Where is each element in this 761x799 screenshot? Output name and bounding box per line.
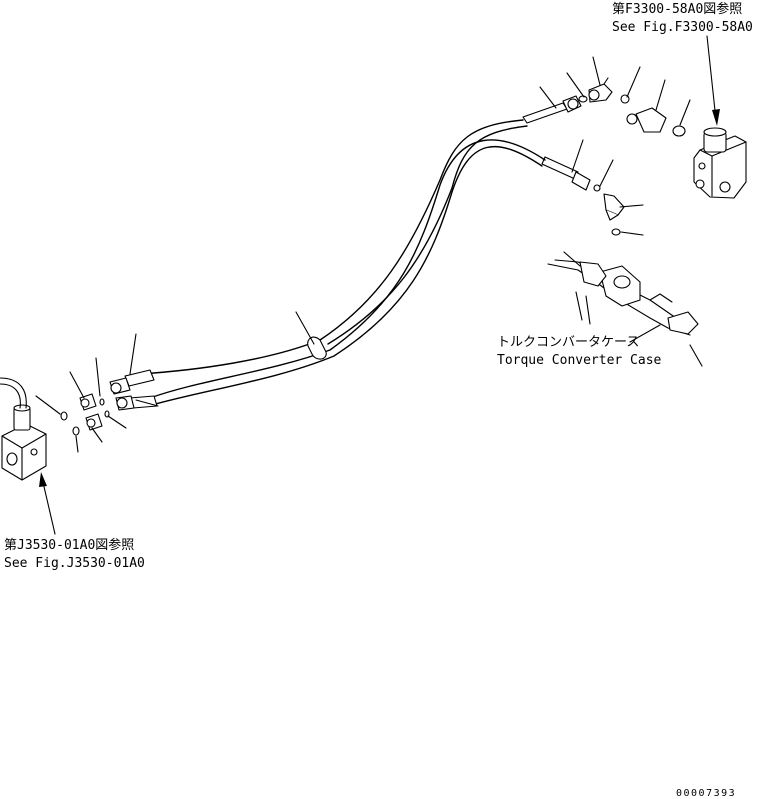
left-o-ring-1 <box>60 411 68 421</box>
case-label-jp: トルクコンバータケース <box>497 335 639 350</box>
valve-o-ring <box>672 125 686 137</box>
left-valve-block <box>0 377 47 481</box>
top-reference-jp: 第F3300-58A0図参照 <box>612 1 742 17</box>
top-reference-arrow <box>706 35 720 126</box>
case-leader-lines <box>629 324 703 367</box>
left-leader-lines <box>35 333 159 453</box>
left-reference-en: See Fig.J3530-01A0 <box>4 556 145 571</box>
top-o-ring <box>578 95 588 103</box>
top-reference-en: See Fig.F3300-58A0 <box>612 20 753 35</box>
left-adapter-lower <box>85 413 103 431</box>
case-label-en: Torque Converter Case <box>497 353 662 368</box>
left-hose-end-upper <box>109 369 155 395</box>
torque-converter-case-bracket <box>547 251 699 336</box>
top-leader-lines <box>539 56 691 236</box>
control-valve <box>693 127 747 199</box>
hose-clamp <box>295 311 327 360</box>
hose-assembly <box>139 119 546 406</box>
drawing-number: 00007393 <box>676 788 736 799</box>
lower-elbow-fitting <box>603 193 625 221</box>
left-reference-jp: 第J3530-01A0図参照 <box>4 537 134 553</box>
straight-connector <box>626 107 667 133</box>
left-o-ring-2 <box>72 426 80 436</box>
lower-o-ring <box>593 184 601 192</box>
left-adapter-upper <box>79 393 97 411</box>
left-o-ring-3 <box>99 398 105 406</box>
left-hose-end-lower <box>115 395 158 411</box>
left-reference-arrow <box>39 472 56 535</box>
top-elbow-fitting <box>588 77 613 103</box>
lower-hose-end <box>541 156 591 191</box>
case-o-ring <box>611 228 621 236</box>
upper-hose-end <box>522 95 582 124</box>
